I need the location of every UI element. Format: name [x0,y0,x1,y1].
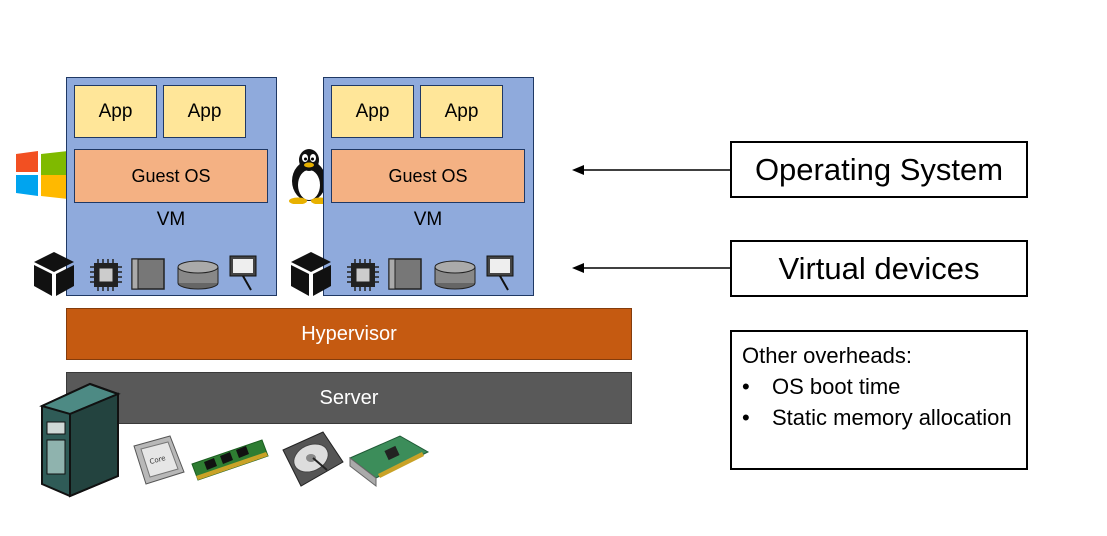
svg-text:Core: Core [149,454,167,466]
cpu-chip-icon [347,259,379,291]
server-layer: Server [66,372,632,424]
linux-tux-icon [287,148,331,204]
hypervisor-layer: Hypervisor [66,308,632,360]
guest-os-box: Guest OS [331,149,525,203]
operating-system-arrow [572,163,732,177]
overhead-item-text: Static memory allocation [772,405,1012,430]
disk-icon [177,260,219,290]
vm-cube-icon [34,252,74,296]
guest-os-box: Guest OS [74,149,268,203]
overhead-item: •Static memory allocation [742,402,1016,433]
memory-module-icon [131,258,165,290]
vm-1: App App Guest OS VM [66,77,277,296]
server-tower-icon [34,380,124,498]
overheads-title: Other overheads: [742,343,912,368]
vm-label: VM [156,209,186,230]
other-overheads-box: Other overheads: •OS boot time •Static m… [730,330,1028,470]
app-box: App [74,85,157,138]
app-box: App [420,85,503,138]
network-card-icon [348,432,432,488]
ram-stick-icon [190,436,270,486]
cpu-chip-icon [90,259,122,291]
memory-module-icon [388,258,422,290]
disk-icon [434,260,476,290]
app-box: App [331,85,414,138]
vm-cube-icon [291,252,331,296]
app-box: App [163,85,246,138]
overhead-item: •OS boot time [742,371,1016,402]
virtual-devices-row-vm1 [32,250,278,300]
windows-logo-icon [16,151,68,199]
vm-label: VM [413,209,443,230]
virtual-devices-arrow [572,261,732,275]
virtual-devices-label: Virtual devices [730,240,1028,297]
operating-system-label: Operating System [730,141,1028,198]
network-icon [486,255,514,291]
hard-drive-icon [279,430,345,490]
intel-cpu-icon: Core [128,432,188,488]
virtual-devices-row-vm2 [289,250,535,300]
overhead-item-text: OS boot time [772,374,901,399]
network-icon [229,255,257,291]
